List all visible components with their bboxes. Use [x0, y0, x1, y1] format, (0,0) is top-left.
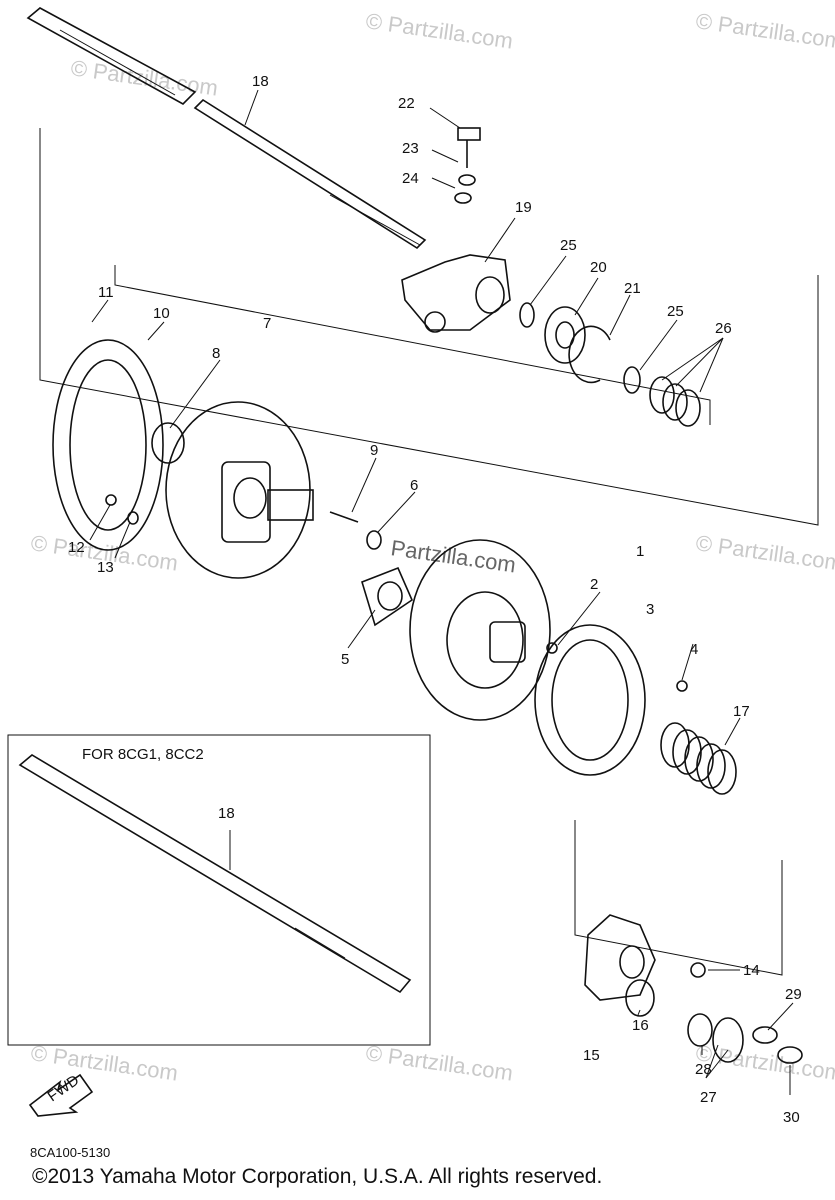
callout-label: 4 [690, 641, 698, 658]
callout-label: 5 [341, 651, 349, 668]
callout-label: 15 [583, 1047, 600, 1064]
callout-label: 17 [733, 703, 750, 720]
callout-label: 19 [515, 199, 532, 216]
callout-label: 27 [700, 1089, 717, 1106]
spring [660, 722, 737, 795]
callout-label: 14 [743, 962, 760, 979]
cam-assembly [584, 914, 803, 1064]
callout-label: 2 [590, 576, 598, 593]
callout-label: 29 [785, 986, 802, 1003]
assembly-outlines [7, 128, 819, 1046]
callout-label: 12 [68, 539, 85, 556]
callout-label: 7 [263, 315, 271, 332]
center-watermark: Partzilla.com [389, 535, 517, 577]
variant-box-label: FOR 8CG1, 8CC2 [82, 746, 204, 763]
watermarks: © Partzilla.com © Partzilla.com © Partzi… [29, 8, 835, 1085]
callout-label: 3 [646, 601, 654, 618]
movable-sheave [409, 539, 688, 776]
callout-numbers: 18 22 23 24 19 25 20 21 25 26 11 10 7 8 … [68, 73, 802, 1126]
watermark: © Partzilla.com [29, 1040, 179, 1085]
callout-label: 8 [212, 345, 220, 362]
callout-label: 25 [667, 303, 684, 320]
callout-label: 20 [590, 259, 607, 276]
watermark: © Partzilla.com [694, 8, 835, 53]
callout-label: 22 [398, 95, 415, 112]
watermark: © Partzilla.com [364, 8, 514, 53]
callout-label: 26 [715, 320, 732, 337]
callout-label: 9 [370, 442, 378, 459]
callout-label: 18 [218, 805, 235, 822]
callout-label: 1 [636, 543, 644, 560]
callout-label: 13 [97, 559, 114, 576]
callout-label: 21 [624, 280, 641, 297]
watermark: © Partzilla.com [364, 1040, 514, 1085]
main-shaft [26, 7, 427, 250]
callout-label: 25 [560, 237, 577, 254]
copyright-notice: ©2013 Yamaha Motor Corporation, U.S.A. A… [32, 1165, 603, 1188]
callout-label: 23 [402, 140, 419, 157]
watermark: © Partzilla.com [694, 530, 835, 575]
callout-label: 18 [252, 73, 269, 90]
callout-label: 30 [783, 1109, 800, 1126]
fwd-arrow-icon: FWD [28, 1072, 94, 1117]
callout-label: 16 [632, 1017, 649, 1034]
callout-label: 24 [402, 170, 419, 187]
alternate-shaft [18, 754, 412, 994]
callout-label: 28 [695, 1061, 712, 1078]
fixed-sheave [52, 339, 414, 627]
watermark: © Partzilla.com [694, 1040, 835, 1085]
bracket-assembly [401, 127, 701, 427]
callout-label: 11 [98, 284, 114, 301]
callout-label: 6 [410, 477, 418, 494]
leader-lines [89, 89, 794, 1095]
diagram-code: 8CA100-5130 [30, 1145, 111, 1160]
callout-label: 10 [153, 305, 170, 322]
